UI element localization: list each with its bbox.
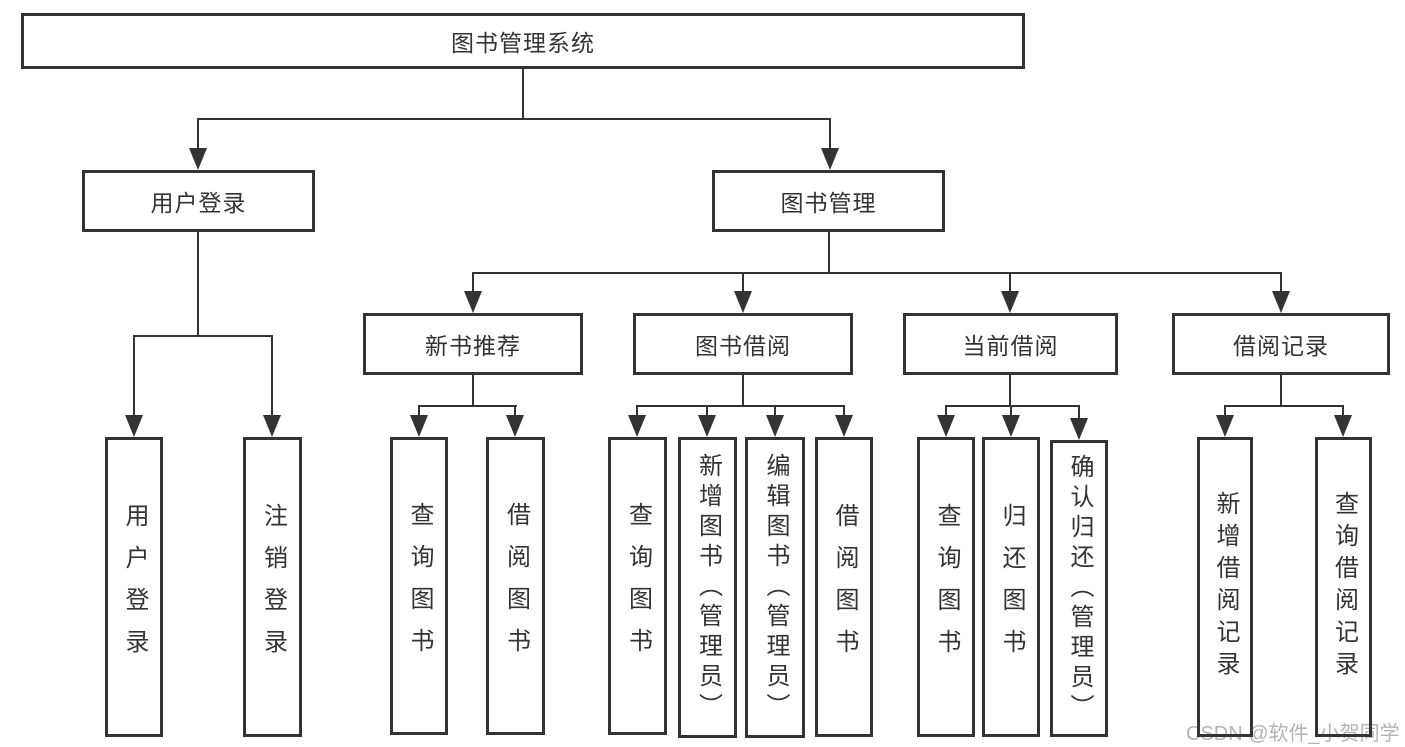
leaf-borrow-books-recommend: 借阅图书	[486, 437, 545, 735]
node-label: 图书借阅	[695, 333, 791, 359]
arrow-down-icon	[125, 415, 143, 437]
connector-stem	[828, 232, 830, 273]
arrow-down-icon	[821, 148, 839, 170]
connector-drop	[1342, 405, 1344, 419]
connector-drop	[418, 405, 420, 419]
leaf-add-books-admin: 新增图书（管理员）	[678, 437, 737, 738]
connector-drop	[1280, 272, 1282, 294]
connector-root-stem	[522, 69, 524, 119]
connector-rail	[636, 405, 844, 407]
leaf-add-borrow-record: 新增借阅记录	[1197, 437, 1253, 737]
arrow-down-icon	[464, 291, 482, 313]
connector-drop	[774, 405, 776, 419]
node-user-login: 用户登录	[82, 170, 315, 232]
connector-drop	[514, 405, 516, 419]
leaf-label: 确认归还（管理员）	[1066, 453, 1093, 724]
leaf-label: 查询图书	[406, 502, 433, 670]
arrow-down-icon	[1002, 415, 1020, 437]
connector-drop	[1009, 272, 1011, 294]
connector-drop	[472, 272, 474, 294]
arrow-down-icon	[698, 415, 716, 437]
node-label: 用户登录	[150, 190, 247, 216]
node-library-management-system: 图书管理系统	[21, 13, 1025, 69]
leaf-label: 借阅图书	[831, 503, 858, 671]
leaf-query-books-recommend: 查询图书	[390, 437, 448, 735]
arrow-down-icon	[1070, 418, 1088, 440]
leaf-label: 新增图书（管理员）	[694, 452, 722, 723]
leaf-query-books-borrowing: 查询图书	[608, 437, 667, 735]
connector-drop	[945, 405, 947, 419]
arrow-down-icon	[1001, 291, 1019, 313]
connector-rail	[133, 335, 273, 337]
leaf-label: 注销登录	[259, 503, 287, 671]
connector-stem	[1280, 375, 1282, 406]
node-book-management: 图书管理	[712, 170, 945, 232]
leaf-query-borrow-record: 查询借阅记录	[1315, 437, 1372, 737]
arrow-down-icon	[835, 415, 853, 437]
leaf-label: 查询图书	[624, 502, 652, 670]
leaf-logout: 注销登录	[243, 437, 302, 737]
connector-stem	[1009, 375, 1011, 406]
arrow-down-icon	[1334, 415, 1352, 437]
node-borrowing-records: 借阅记录	[1172, 313, 1390, 375]
connector-drop	[843, 405, 845, 419]
arrow-down-icon	[1216, 415, 1234, 437]
node-current-borrowing: 当前借阅	[903, 313, 1118, 375]
leaf-query-books-current: 查询图书	[917, 437, 975, 737]
leaf-label: 借阅图书	[502, 502, 530, 670]
arrow-down-icon	[734, 291, 752, 313]
leaf-return-books: 归还图书	[982, 437, 1040, 737]
connector-drop	[1078, 405, 1080, 421]
connector-rail	[1224, 405, 1344, 407]
connector-stem	[197, 232, 199, 336]
leaf-borrow-books-borrowing: 借阅图书	[815, 437, 873, 737]
leaf-confirm-return-admin: 确认归还（管理员）	[1050, 440, 1108, 737]
leaf-label: 编辑图书（管理员）	[762, 452, 789, 723]
connector-drop	[271, 335, 273, 419]
connector-drop	[133, 335, 135, 419]
node-label: 图书管理	[780, 190, 877, 216]
arrow-down-icon	[189, 148, 207, 170]
leaf-label: 新增借阅记录	[1212, 491, 1239, 683]
node-label: 图书管理系统	[451, 30, 595, 56]
arrow-down-icon	[506, 415, 524, 437]
connector-drop	[1010, 405, 1012, 419]
arrow-down-icon	[628, 415, 646, 437]
connector-drop	[636, 405, 638, 419]
csdn-watermark: CSDN @软件_小贺同学	[1186, 723, 1400, 745]
node-label: 借阅记录	[1233, 333, 1329, 359]
arrow-down-icon	[937, 415, 955, 437]
arrow-down-icon	[766, 415, 784, 437]
arrow-down-icon	[263, 415, 281, 437]
connector-stem	[472, 375, 474, 406]
node-label: 当前借阅	[962, 333, 1059, 359]
connector-stem	[742, 375, 744, 406]
connector-rail	[945, 405, 1079, 407]
arrow-down-icon	[1272, 291, 1290, 313]
node-new-book-recommendation: 新书推荐	[363, 313, 583, 375]
leaf-label: 归还图书	[998, 503, 1025, 671]
node-book-borrowing: 图书借阅	[633, 313, 853, 375]
connector-root-rail	[197, 118, 831, 120]
connector-drop	[1224, 405, 1226, 419]
leaf-label: 查询借阅记录	[1330, 491, 1358, 683]
leaf-user-login: 用户登录	[105, 437, 163, 737]
leaf-edit-books-admin: 编辑图书（管理员）	[745, 437, 805, 738]
arrow-down-icon	[410, 415, 428, 437]
connector-drop	[706, 405, 708, 419]
connector-rail	[472, 272, 1282, 274]
connector-drop	[742, 272, 744, 294]
connector-drop	[829, 118, 831, 150]
leaf-label: 查询图书	[933, 503, 960, 671]
connector-rail	[418, 405, 517, 407]
node-label: 新书推荐	[425, 333, 521, 359]
leaf-label: 用户登录	[121, 503, 148, 671]
connector-drop	[197, 118, 199, 150]
